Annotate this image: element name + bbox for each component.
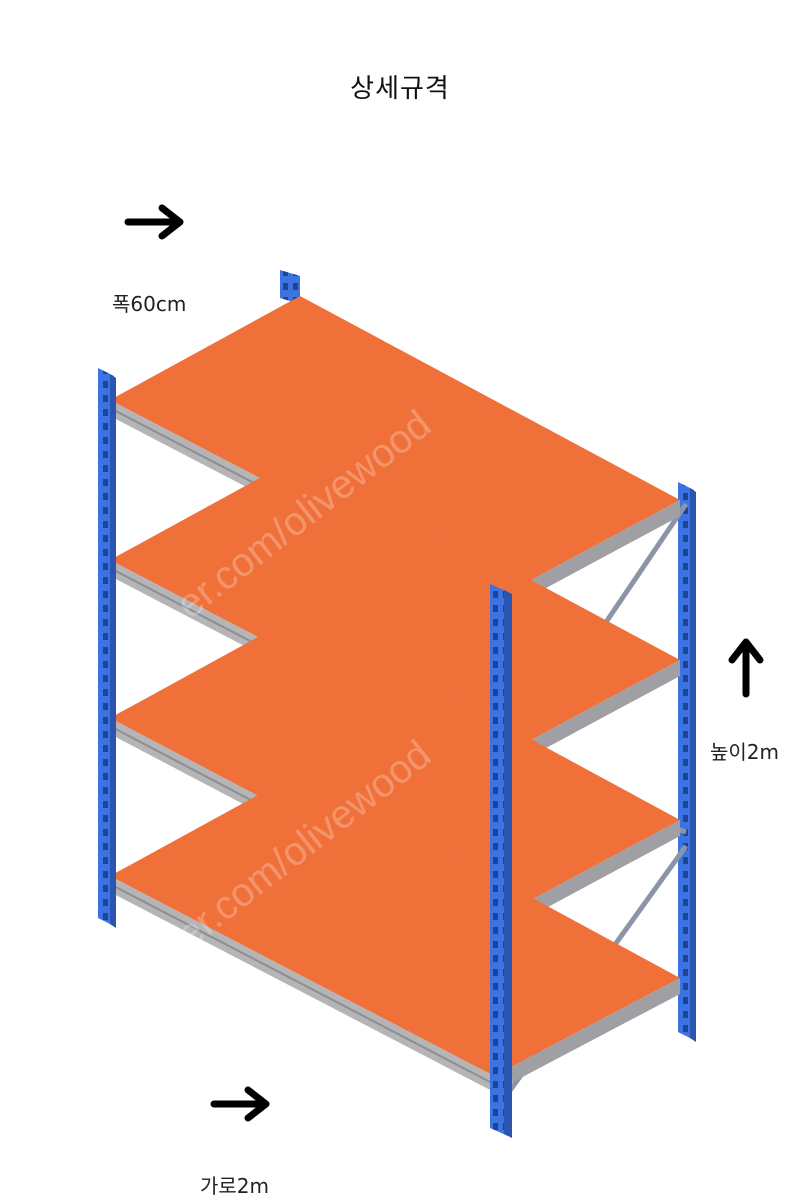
post-front-right [490,584,512,1138]
post-back-left [280,270,300,304]
arrow-up-icon [728,638,764,698]
length-label: 가로2m [200,1174,270,1198]
post-front-left [98,368,116,928]
page-title: 상세규격 [350,74,450,104]
arrow-right-icon [124,204,184,240]
width-label: 폭60cm [112,292,187,316]
shelf-level-4 [109,772,680,1092]
height-label: 높이2m [710,740,780,764]
arrow-right-icon [210,1086,270,1122]
post-back-right [678,482,696,1042]
